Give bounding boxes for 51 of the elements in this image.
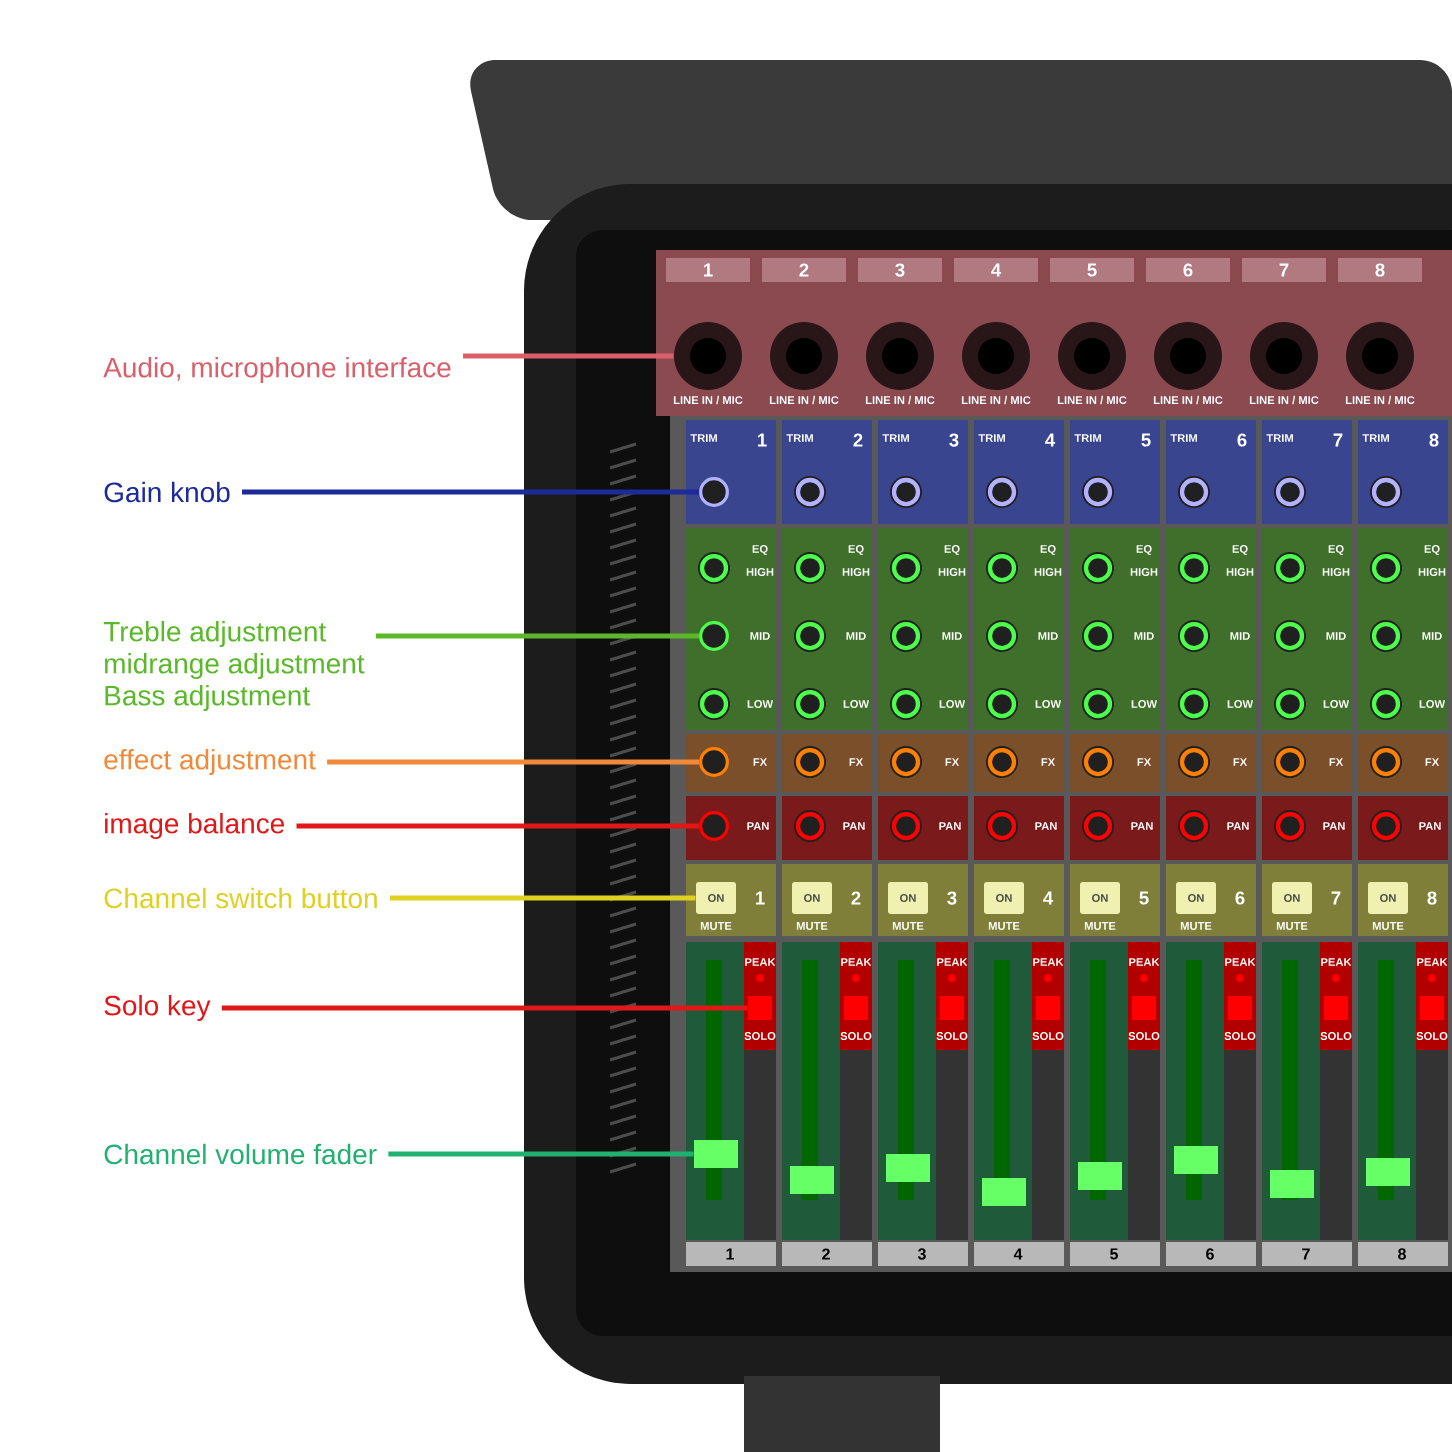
callout-label: Solo key [104,994,211,1022]
panel-label: 7 [1279,263,1289,277]
panel-label: 1 [726,1248,734,1260]
solo-button [748,996,772,1020]
panel-label: 5 [1087,263,1097,277]
panel-label: 4 [1013,1248,1023,1260]
panel-label: 1 [704,263,713,277]
panel-label: 2 [822,1248,830,1260]
callout-label: Gain knob [104,481,230,503]
panel-label: 2 [851,891,861,905]
callout-label: effect adjustment [104,748,316,776]
leader-line [327,759,700,765]
callout-label: Channel switch button [104,887,377,909]
leader-line [463,353,674,359]
leader-line [375,633,700,639]
panel-label: 7 [1331,891,1341,905]
panel-label: 6 [1237,433,1247,447]
leader-line [221,1005,748,1011]
panel-label: 6 [1235,891,1245,905]
panel-label: 5 [1139,891,1149,905]
panel-label: 7 [1302,1248,1310,1260]
panel-label: 4 [1045,433,1056,447]
panel-label: 1 [758,433,767,447]
leader-line [389,895,696,901]
panel-label: 8 [1375,263,1385,277]
panel-label: 6 [1183,263,1193,277]
panel-label: 3 [917,1248,926,1260]
callout-label: image balance [105,812,284,840]
panel-label: 4 [1043,891,1054,905]
jack-socket [674,322,742,390]
panel-label: 3 [949,433,959,447]
panel-label: 5 [1110,1248,1118,1260]
panel-label: 3 [947,891,957,905]
leader-line [388,1151,694,1157]
panel-label: 1 [756,891,765,905]
panel-label: 3 [895,263,905,277]
callout-label: Audio, microphone interface [103,356,451,384]
panel-label: 8 [1429,433,1439,447]
panel-label: 2 [799,263,809,277]
panel-label: 5 [1141,433,1151,447]
panel-label: 8 [1398,1248,1406,1260]
leader-line [242,489,700,495]
callout-label: Channel volume fader [104,1143,377,1165]
panel-label: 8 [1427,891,1437,905]
leader-line [296,823,700,829]
panel-label: 4 [991,263,1002,277]
panel-label: 2 [853,433,863,447]
fader-cap [694,1140,738,1168]
panel-label: 6 [1206,1248,1214,1260]
callout-label: Treble adjustment midrange adjustment Bass adjustment [103,620,365,712]
panel-label: 7 [1333,433,1343,447]
